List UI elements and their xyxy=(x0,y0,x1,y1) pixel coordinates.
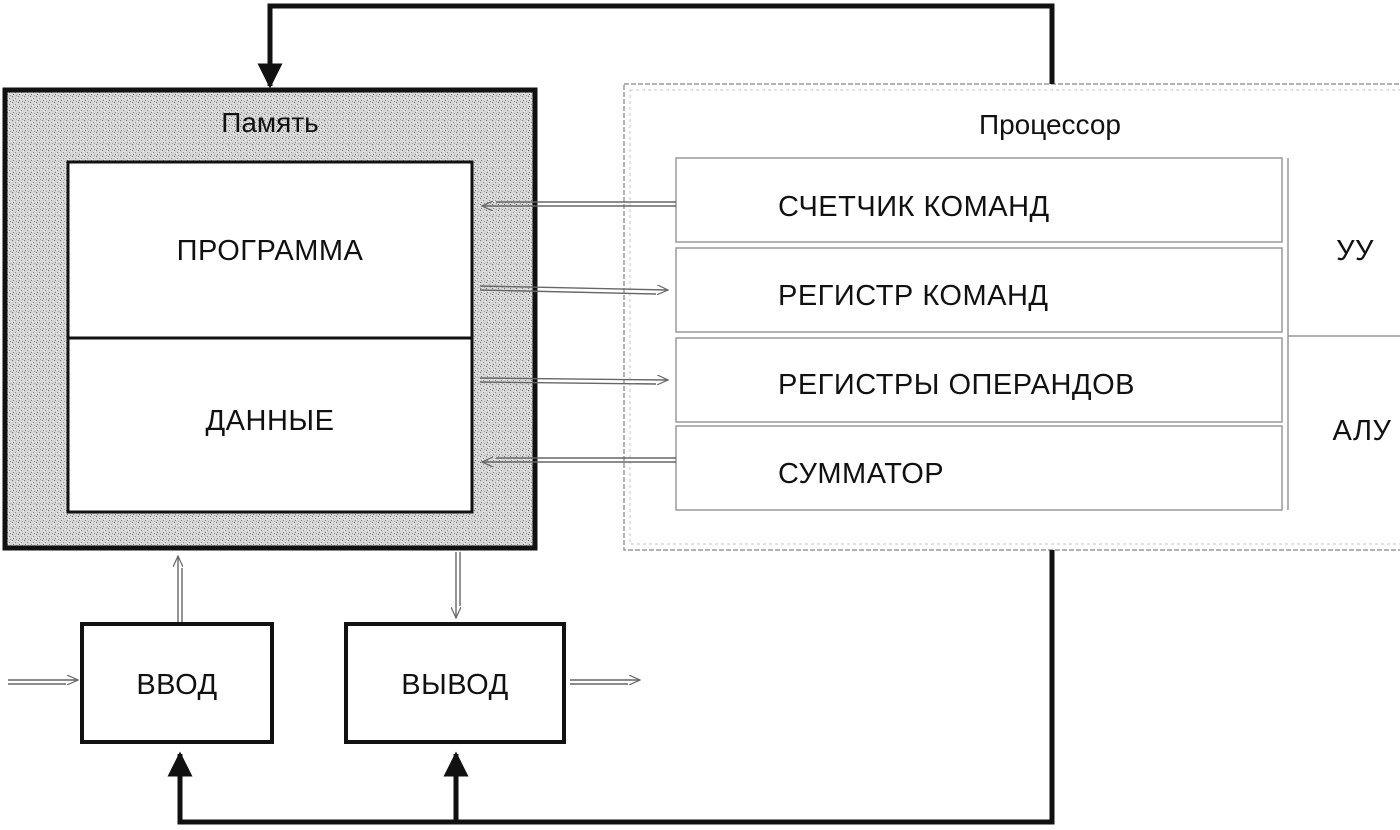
processor-block: Процессор СЧЕТЧИК КОМАНД РЕГИСТР КОМАНД … xyxy=(623,83,1400,551)
alu-label: АЛУ xyxy=(1333,415,1392,447)
register-instruction xyxy=(675,247,1283,333)
control-line-processor-to-io xyxy=(167,550,1055,825)
input-label: ВВОД xyxy=(136,669,217,701)
control-unit-label: УУ xyxy=(1336,235,1374,267)
control-lines xyxy=(167,3,1055,825)
input-block xyxy=(80,622,274,744)
program-section xyxy=(66,160,474,340)
memory-title: Память xyxy=(221,107,319,138)
memory-block: Память ПРОГРАММА ДАННЫЕ xyxy=(2,87,538,551)
register-program-counter xyxy=(675,157,1283,243)
register-operands xyxy=(675,337,1283,423)
program-label: ПРОГРАММА xyxy=(177,235,364,267)
register-instruction-label: РЕГИСТР КОМАНД xyxy=(778,280,1049,312)
processor-title: Процессор xyxy=(979,109,1121,140)
io-flow-arrows xyxy=(8,552,640,684)
processor-frame-inner xyxy=(629,89,1400,545)
arrow-memory-to-operands xyxy=(479,378,668,380)
data-label: ДАННЫЕ xyxy=(206,405,335,437)
output-label: ВЫВОД xyxy=(401,669,508,701)
output-block xyxy=(344,622,566,744)
io-blocks: ВВОД ВЫВОД xyxy=(80,622,566,744)
register-accumulator xyxy=(675,425,1283,511)
register-accumulator-label: СУММАТОР xyxy=(778,458,944,490)
register-program-counter-label: СЧЕТЧИК КОМАНД xyxy=(778,191,1050,223)
arrow-memory-to-ir xyxy=(479,286,668,290)
data-flow-arrows xyxy=(479,202,676,462)
register-operands-label: РЕГИСТРЫ ОПЕРАНДОВ xyxy=(778,369,1135,401)
control-line-processor-to-memory xyxy=(257,3,1055,89)
arrow-memory-to-operands-double xyxy=(479,381,657,385)
data-section xyxy=(66,336,474,514)
arrow-memory-to-ir-double xyxy=(479,289,657,295)
